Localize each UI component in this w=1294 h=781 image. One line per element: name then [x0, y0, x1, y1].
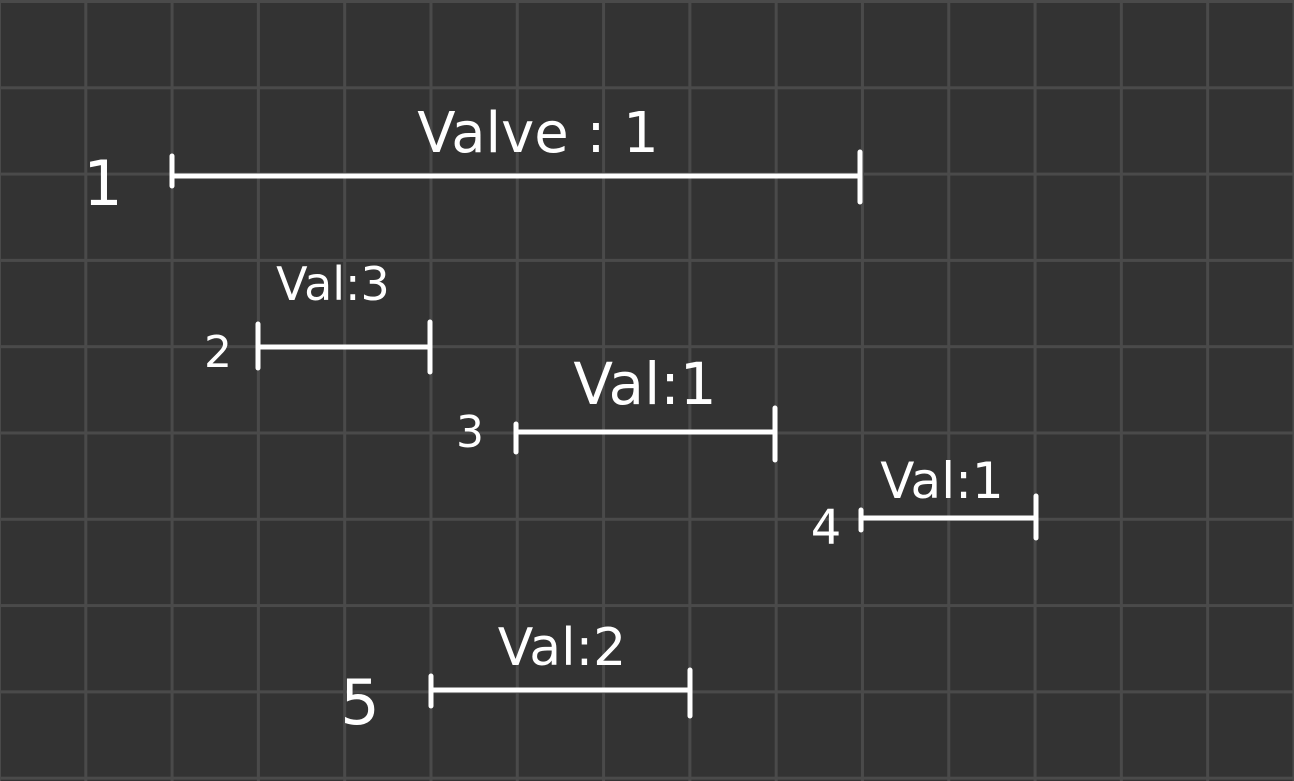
interval-index-label: 5 — [340, 666, 379, 739]
interval-value-label: Val:3 — [276, 257, 390, 311]
interval-value-label: Valve : 1 — [417, 101, 659, 166]
interval-3: 3 Val:1 — [456, 350, 778, 463]
interval-2: 2 Val:3 — [204, 257, 433, 378]
interval-value-label: Val:1 — [573, 350, 716, 418]
interval-1: 1 Valve : 1 — [83, 101, 863, 220]
interval-value-label: Val:1 — [880, 452, 1004, 510]
interval-index-label: 1 — [83, 147, 122, 220]
interval-value-label: Val:2 — [498, 618, 626, 678]
interval-4: 4 Val:1 — [811, 452, 1039, 556]
interval-index-label: 3 — [456, 407, 484, 458]
interval-index-label: 4 — [811, 500, 842, 556]
interval-5: 5 Val:2 — [340, 618, 693, 739]
interval-index-label: 2 — [204, 327, 232, 378]
